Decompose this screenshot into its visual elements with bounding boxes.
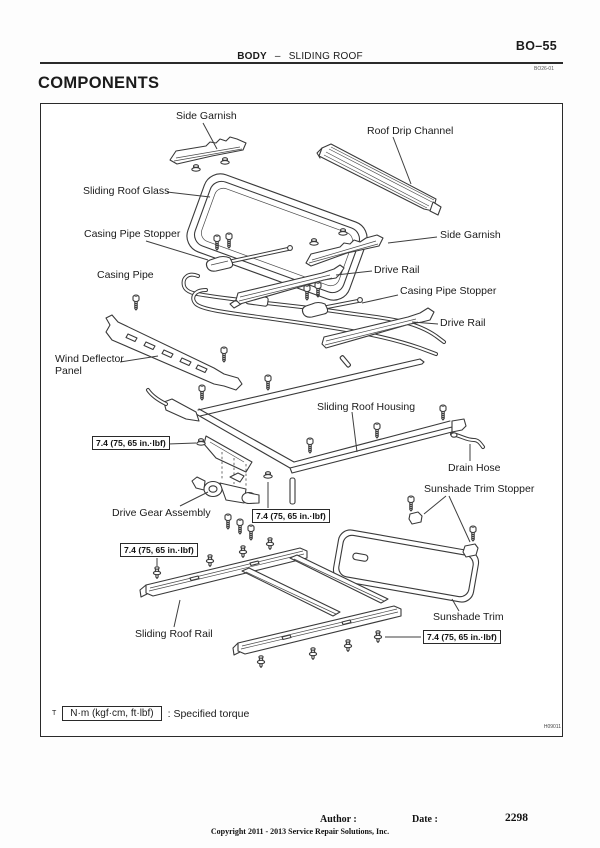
section-name: BODY bbox=[237, 51, 267, 62]
header-rule bbox=[40, 62, 563, 64]
sliding-roof-rail-2-drawing bbox=[232, 605, 402, 656]
sliding-roof-housing-drawing bbox=[146, 358, 467, 505]
part-label-casing-pipe-stopper-1: Casing Pipe Stopper bbox=[84, 228, 181, 240]
fasteners bbox=[132, 157, 477, 668]
part-label-drive-gear-assembly: Drive Gear Assembly bbox=[112, 507, 211, 519]
casing-pipe-stopper-2-drawing bbox=[301, 297, 363, 318]
torque-symbol: T bbox=[52, 710, 57, 717]
part-label-sliding-roof-rail: Sliding Roof Rail bbox=[135, 628, 213, 640]
part-label-drain-hose: Drain Hose bbox=[448, 462, 501, 474]
torque-legend: T N·m (kgf·cm, ft·lbf) : Specified torqu… bbox=[52, 706, 249, 721]
part-label-sliding-roof-housing: Sliding Roof Housing bbox=[317, 401, 416, 413]
drive-rail-2-drawing bbox=[321, 307, 435, 349]
part-label-wind-deflector-panel: Wind Deflector Panel bbox=[55, 353, 124, 377]
sliding-roof-glass-drawing bbox=[186, 173, 368, 301]
footer-author-label: Author : bbox=[320, 814, 357, 825]
part-label-casing-pipe-stopper-2: Casing Pipe Stopper bbox=[400, 285, 497, 297]
part-label-sliding-roof-glass: Sliding Roof Glass bbox=[83, 185, 170, 197]
sunshade-trim-drawing bbox=[332, 529, 480, 603]
drive-gear-assembly-drawing bbox=[191, 472, 260, 505]
torque-box-3: 7.4 (75, 65 in.·lbf) bbox=[120, 543, 198, 557]
side-garnish-right-drawing bbox=[305, 234, 384, 267]
roof-drip-channel-drawing bbox=[316, 143, 442, 216]
torque-box-1: 7.4 (75, 65 in.·lbf) bbox=[92, 436, 170, 450]
page-code: BO–55 bbox=[515, 39, 557, 53]
section-separator: – bbox=[274, 51, 281, 62]
part-label-side-garnish-top: Side Garnish bbox=[176, 110, 237, 122]
cross-rail-b-drawing bbox=[289, 554, 389, 604]
part-label-casing-pipe: Casing Pipe bbox=[97, 269, 154, 281]
drain-hose-drawing bbox=[450, 432, 485, 449]
part-label-sunshade-trim-stopper: Sunshade Trim Stopper bbox=[424, 483, 535, 495]
sliding-roof-rail-1-drawing bbox=[139, 547, 308, 598]
page-title: COMPONENTS bbox=[38, 74, 160, 92]
footer-page-number: 2298 bbox=[505, 812, 528, 824]
exploded-diagram-art bbox=[105, 122, 485, 668]
side-garnish-top-drawing bbox=[169, 136, 247, 165]
part-label-roof-drip-channel: Roof Drip Channel bbox=[367, 125, 454, 137]
leader-lines bbox=[119, 122, 471, 638]
part-label-drive-rail-1: Drive Rail bbox=[374, 264, 420, 276]
breadcrumb: BODY–SLIDING ROOF bbox=[0, 51, 600, 62]
footer-date-label: Date : bbox=[412, 814, 438, 825]
part-label-side-garnish-right: Side Garnish bbox=[440, 229, 501, 241]
cross-rail-a-drawing bbox=[241, 567, 341, 617]
subsection-name: SLIDING ROOF bbox=[288, 51, 363, 62]
part-label-sunshade-trim: Sunshade Trim bbox=[433, 611, 504, 623]
footer-copyright: Copyright 2011 - 2013 Service Repair Sol… bbox=[210, 827, 390, 836]
revision-code: BO26-01 bbox=[533, 66, 554, 72]
torque-box-4: 7.4 (75, 65 in.·lbf) bbox=[423, 630, 501, 644]
sunshade-trim-stopper-1-drawing bbox=[408, 511, 423, 525]
torque-description: : Specified torque bbox=[167, 707, 250, 720]
part-label-drive-rail-2: Drive Rail bbox=[440, 317, 486, 329]
figure-code: H09011 bbox=[543, 724, 561, 730]
casing-pipe-stopper-1-drawing bbox=[205, 245, 293, 272]
torque-box-2: 7.4 (75, 65 in.·lbf) bbox=[252, 509, 330, 523]
sunshade-trim-stopper-2-drawing bbox=[462, 543, 479, 558]
wind-deflector-panel-drawing bbox=[105, 314, 243, 391]
torque-unit-box: N·m (kgf·cm, ft·lbf) bbox=[62, 706, 162, 721]
